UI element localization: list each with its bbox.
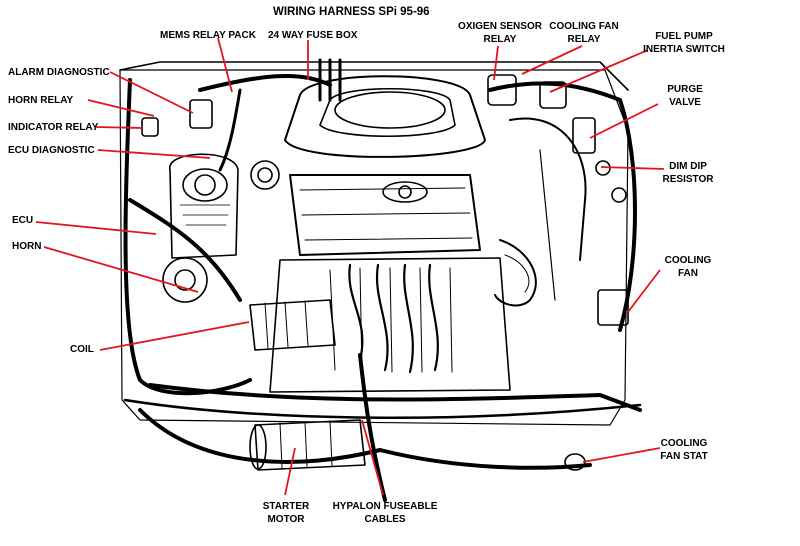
label-mems-relay-pack: MEMS RELAY PACK: [160, 30, 256, 41]
label-cooling-fan: COOLING FAN: [664, 255, 712, 279]
label-cooling-fan-stat: COOLING FAN STAT: [660, 438, 708, 462]
label-coil: COIL: [70, 344, 94, 355]
label-horn-relay: HORN RELAY: [8, 95, 74, 106]
label-oxygen-sensor-relay: OXIGEN SENSOR RELAY: [458, 21, 542, 45]
label-ecu: ECU: [12, 215, 34, 226]
label-dim-dip-resistor: DIM DIP RESISTOR: [662, 161, 714, 185]
label-purge-valve: PURGE VALVE: [667, 84, 703, 108]
label-hypalon-fuseable-cables: HYPALON FUSEABLE CABLES: [332, 501, 438, 525]
label-horn: HORN: [12, 241, 42, 252]
label-starter-motor: STARTER MOTOR: [262, 501, 310, 525]
leader-lines: [35, 37, 665, 496]
label-cooling-fan-relay: COOLING FAN RELAY: [549, 21, 619, 45]
label-fuel-pump-inertia-switch: FUEL PUMP INERTIA SWITCH: [643, 31, 725, 55]
label-ecu-diagnostic: ECU DIAGNOSTIC: [8, 145, 95, 156]
engine-outline: [119, 61, 629, 471]
harness-looms: [123, 58, 642, 502]
diagram-title: WIRING HARNESS SPi 95-96: [273, 6, 430, 18]
label-indicator-relay: INDICATOR RELAY: [8, 122, 99, 133]
label-alarm-diagnostic: ALARM DIAGNOSTIC: [8, 67, 110, 78]
label-24-way-fuse-box: 24 WAY FUSE BOX: [268, 30, 358, 41]
